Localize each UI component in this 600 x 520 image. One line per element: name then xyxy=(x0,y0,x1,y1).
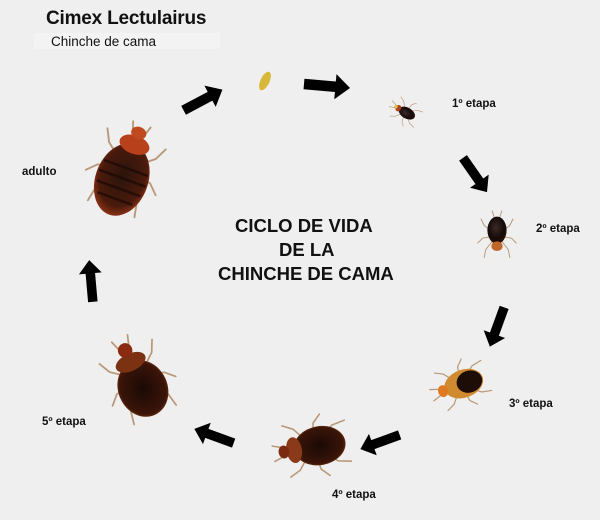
diagram-title: Cimex Lectulairus xyxy=(46,8,207,29)
stage4-nymph-icon xyxy=(267,409,355,486)
arrow-adult-to-egg-icon xyxy=(177,79,229,121)
center-title: CICLO DE VIDA DE LA CHINCHE DE CAMA xyxy=(205,214,435,286)
arrow-egg-to-stage1-icon xyxy=(302,71,352,101)
stage3-nymph-icon xyxy=(423,352,496,419)
egg-icon xyxy=(259,71,271,91)
arrow-stage1-to-stage2-icon xyxy=(453,151,497,199)
stage1-label: 1º etapa xyxy=(452,98,496,110)
adult-label: adulto xyxy=(22,166,57,178)
stage2-nymph-icon xyxy=(477,210,517,258)
center-title-line3: CHINCHE DE CAMA xyxy=(218,263,394,284)
center-title-line1: CICLO DE VIDA xyxy=(235,215,373,236)
subtitle-background xyxy=(34,33,220,49)
stage1-nymph-icon xyxy=(383,91,426,132)
center-title-line2: DE LA xyxy=(279,239,335,260)
stage3-label: 3º etapa xyxy=(509,398,553,410)
arrow-stage3-to-stage4-icon xyxy=(356,424,404,460)
adult-bedbug-icon xyxy=(75,110,178,223)
arrow-stage5-to-adult-icon xyxy=(77,259,105,303)
stage2-label: 2º etapa xyxy=(536,223,580,235)
arrow-stage4-to-stage5-icon xyxy=(190,418,238,454)
diagram-subtitle: Chinche de cama xyxy=(51,34,157,49)
stage4-label: 4º etapa xyxy=(332,489,376,501)
stage5-label: 5º etapa xyxy=(42,416,86,428)
arrow-stage2-to-stage3-icon xyxy=(479,303,515,351)
stage5-nymph-icon xyxy=(87,322,188,431)
